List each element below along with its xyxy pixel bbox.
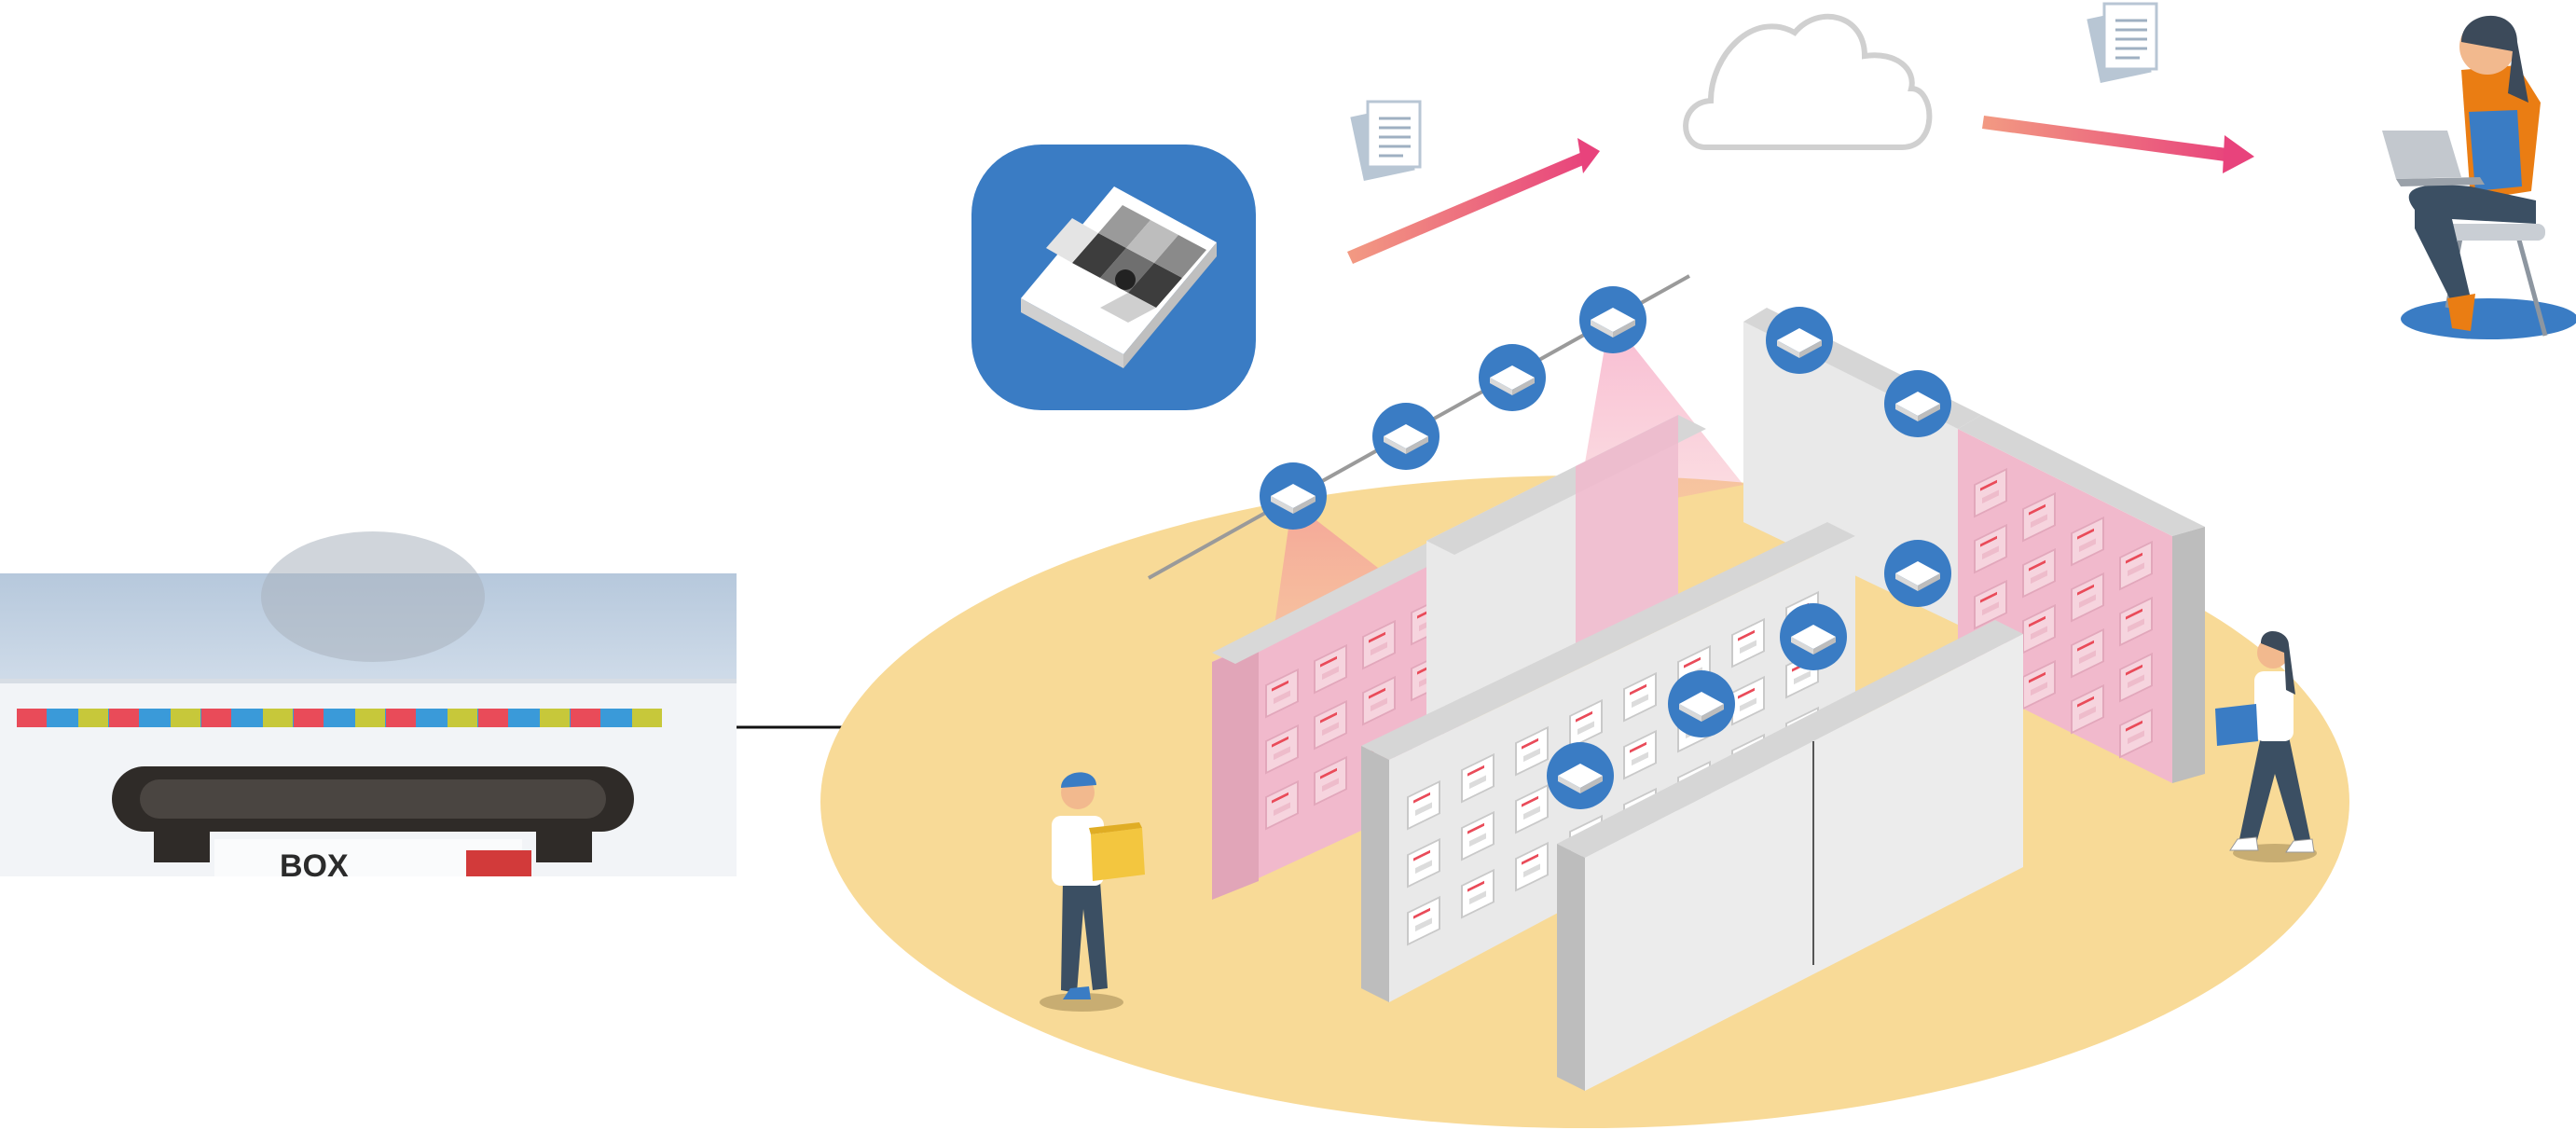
ceiling-camera-icon bbox=[1668, 670, 1735, 737]
color-strip-cell bbox=[571, 709, 600, 727]
worker-figure bbox=[2215, 631, 2317, 862]
color-strip-cell bbox=[355, 709, 385, 727]
ceiling-camera-icon bbox=[1579, 286, 1646, 353]
ceiling-camera-icon bbox=[1766, 307, 1833, 374]
tag-reader-app-icon bbox=[971, 145, 1256, 410]
color-strip-cell bbox=[478, 709, 508, 727]
cloud-icon bbox=[1683, 13, 1933, 150]
color-strip-cell bbox=[201, 709, 231, 727]
ceiling-camera-icon bbox=[1260, 462, 1327, 530]
ceiling-camera-icon bbox=[1547, 742, 1614, 809]
color-strip-cell bbox=[632, 709, 662, 727]
color-strip-cell bbox=[324, 709, 354, 727]
color-strip-cell bbox=[417, 709, 447, 727]
ceiling-camera-icon bbox=[1884, 370, 1951, 437]
ceiling-camera-icon bbox=[1372, 403, 1440, 470]
color-strip-cell bbox=[171, 709, 200, 727]
download-arrow bbox=[1982, 116, 2254, 173]
color-strip-cell bbox=[17, 709, 47, 727]
ceiling-camera-icon bbox=[1780, 603, 1847, 670]
color-strip-cell bbox=[509, 709, 539, 727]
storage-shelf bbox=[1426, 415, 1706, 718]
color-strip-cell bbox=[601, 709, 631, 727]
bin-photo: BOX bbox=[0, 531, 737, 884]
color-strip-cell bbox=[263, 709, 293, 727]
color-strip-cell bbox=[140, 709, 170, 727]
color-strip-cell bbox=[78, 709, 108, 727]
document-stack-icon bbox=[1348, 100, 1422, 183]
ceiling-camera-icon bbox=[1479, 344, 1546, 411]
color-strip-cell bbox=[294, 709, 324, 727]
storage-shelf bbox=[1557, 620, 2023, 1091]
document-stack-icon bbox=[2085, 2, 2158, 85]
color-strip-cell bbox=[48, 709, 77, 727]
color-strip-cell bbox=[386, 709, 416, 727]
color-strip-cell bbox=[448, 709, 477, 727]
upload-arrow bbox=[1347, 138, 1600, 264]
ceiling-camera-icon bbox=[1884, 540, 1951, 607]
worker-figure bbox=[1040, 772, 1145, 1012]
color-strip-cell bbox=[109, 709, 139, 727]
color-strip-cell bbox=[540, 709, 570, 727]
color-strip bbox=[17, 709, 662, 727]
color-strip-cell bbox=[232, 709, 262, 727]
svg-text:BOX: BOX bbox=[280, 848, 349, 884]
storage-shelf bbox=[1361, 522, 1855, 1002]
laptop-user-icon bbox=[2382, 15, 2576, 339]
